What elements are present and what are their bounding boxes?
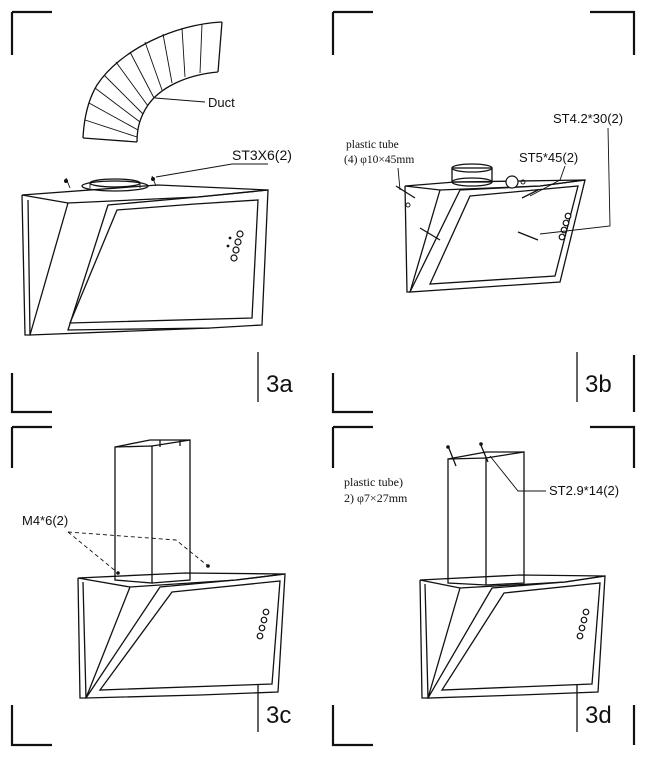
- panel-tag-3a: 3a: [266, 371, 293, 398]
- screw-label-st5x45: ST5*45(2): [519, 150, 578, 165]
- dashed-leader: [67, 531, 119, 574]
- tube-label-line2: (4) φ10×45mm: [344, 154, 414, 166]
- hood-illustration-b: [395, 163, 586, 293]
- panel-tag-3b: 3b: [585, 371, 612, 398]
- leader-line: [489, 455, 546, 492]
- duct-illustration: [82, 21, 223, 143]
- dashed-leader: [67, 531, 209, 567]
- screw-label-m4x6: M4*6(2): [22, 513, 68, 528]
- panel-3b: plastic tube (4) φ10×45mm ST5*45(2) ST4.…: [344, 111, 623, 402]
- duct-label: Duct: [208, 95, 235, 110]
- leader-line: [539, 127, 611, 235]
- leader-line: [397, 167, 401, 191]
- screw-label-st42x30: ST4.2*30(2): [553, 111, 623, 126]
- leader-line: [529, 165, 566, 197]
- leader-line: [155, 163, 268, 178]
- tube-label-line1: plastic tube: [346, 139, 399, 151]
- panel-3c: M4*6(2) 3c: [22, 439, 291, 732]
- tube-label-line2: 2) φ7×27mm: [344, 491, 408, 505]
- screw-label-st29x14: ST2.9*14(2): [549, 483, 619, 498]
- screw-label-st3x6: ST3X6(2): [232, 147, 292, 163]
- panel-tag-3c: 3c: [266, 702, 291, 729]
- panel-tag-3d: 3d: [585, 702, 612, 729]
- hood-illustration-c: [77, 439, 286, 699]
- crop-marks: [10, 10, 636, 747]
- hood-illustration-a: [21, 175, 269, 336]
- panel-3a: Duct ST3X6(2) 3a: [21, 21, 293, 402]
- hood-illustration-d: [419, 442, 606, 699]
- tube-label-line1: plastic tube): [344, 475, 403, 489]
- panel-3d: plastic tube) 2) φ7×27mm ST2.9*14(2) 3d: [344, 442, 619, 732]
